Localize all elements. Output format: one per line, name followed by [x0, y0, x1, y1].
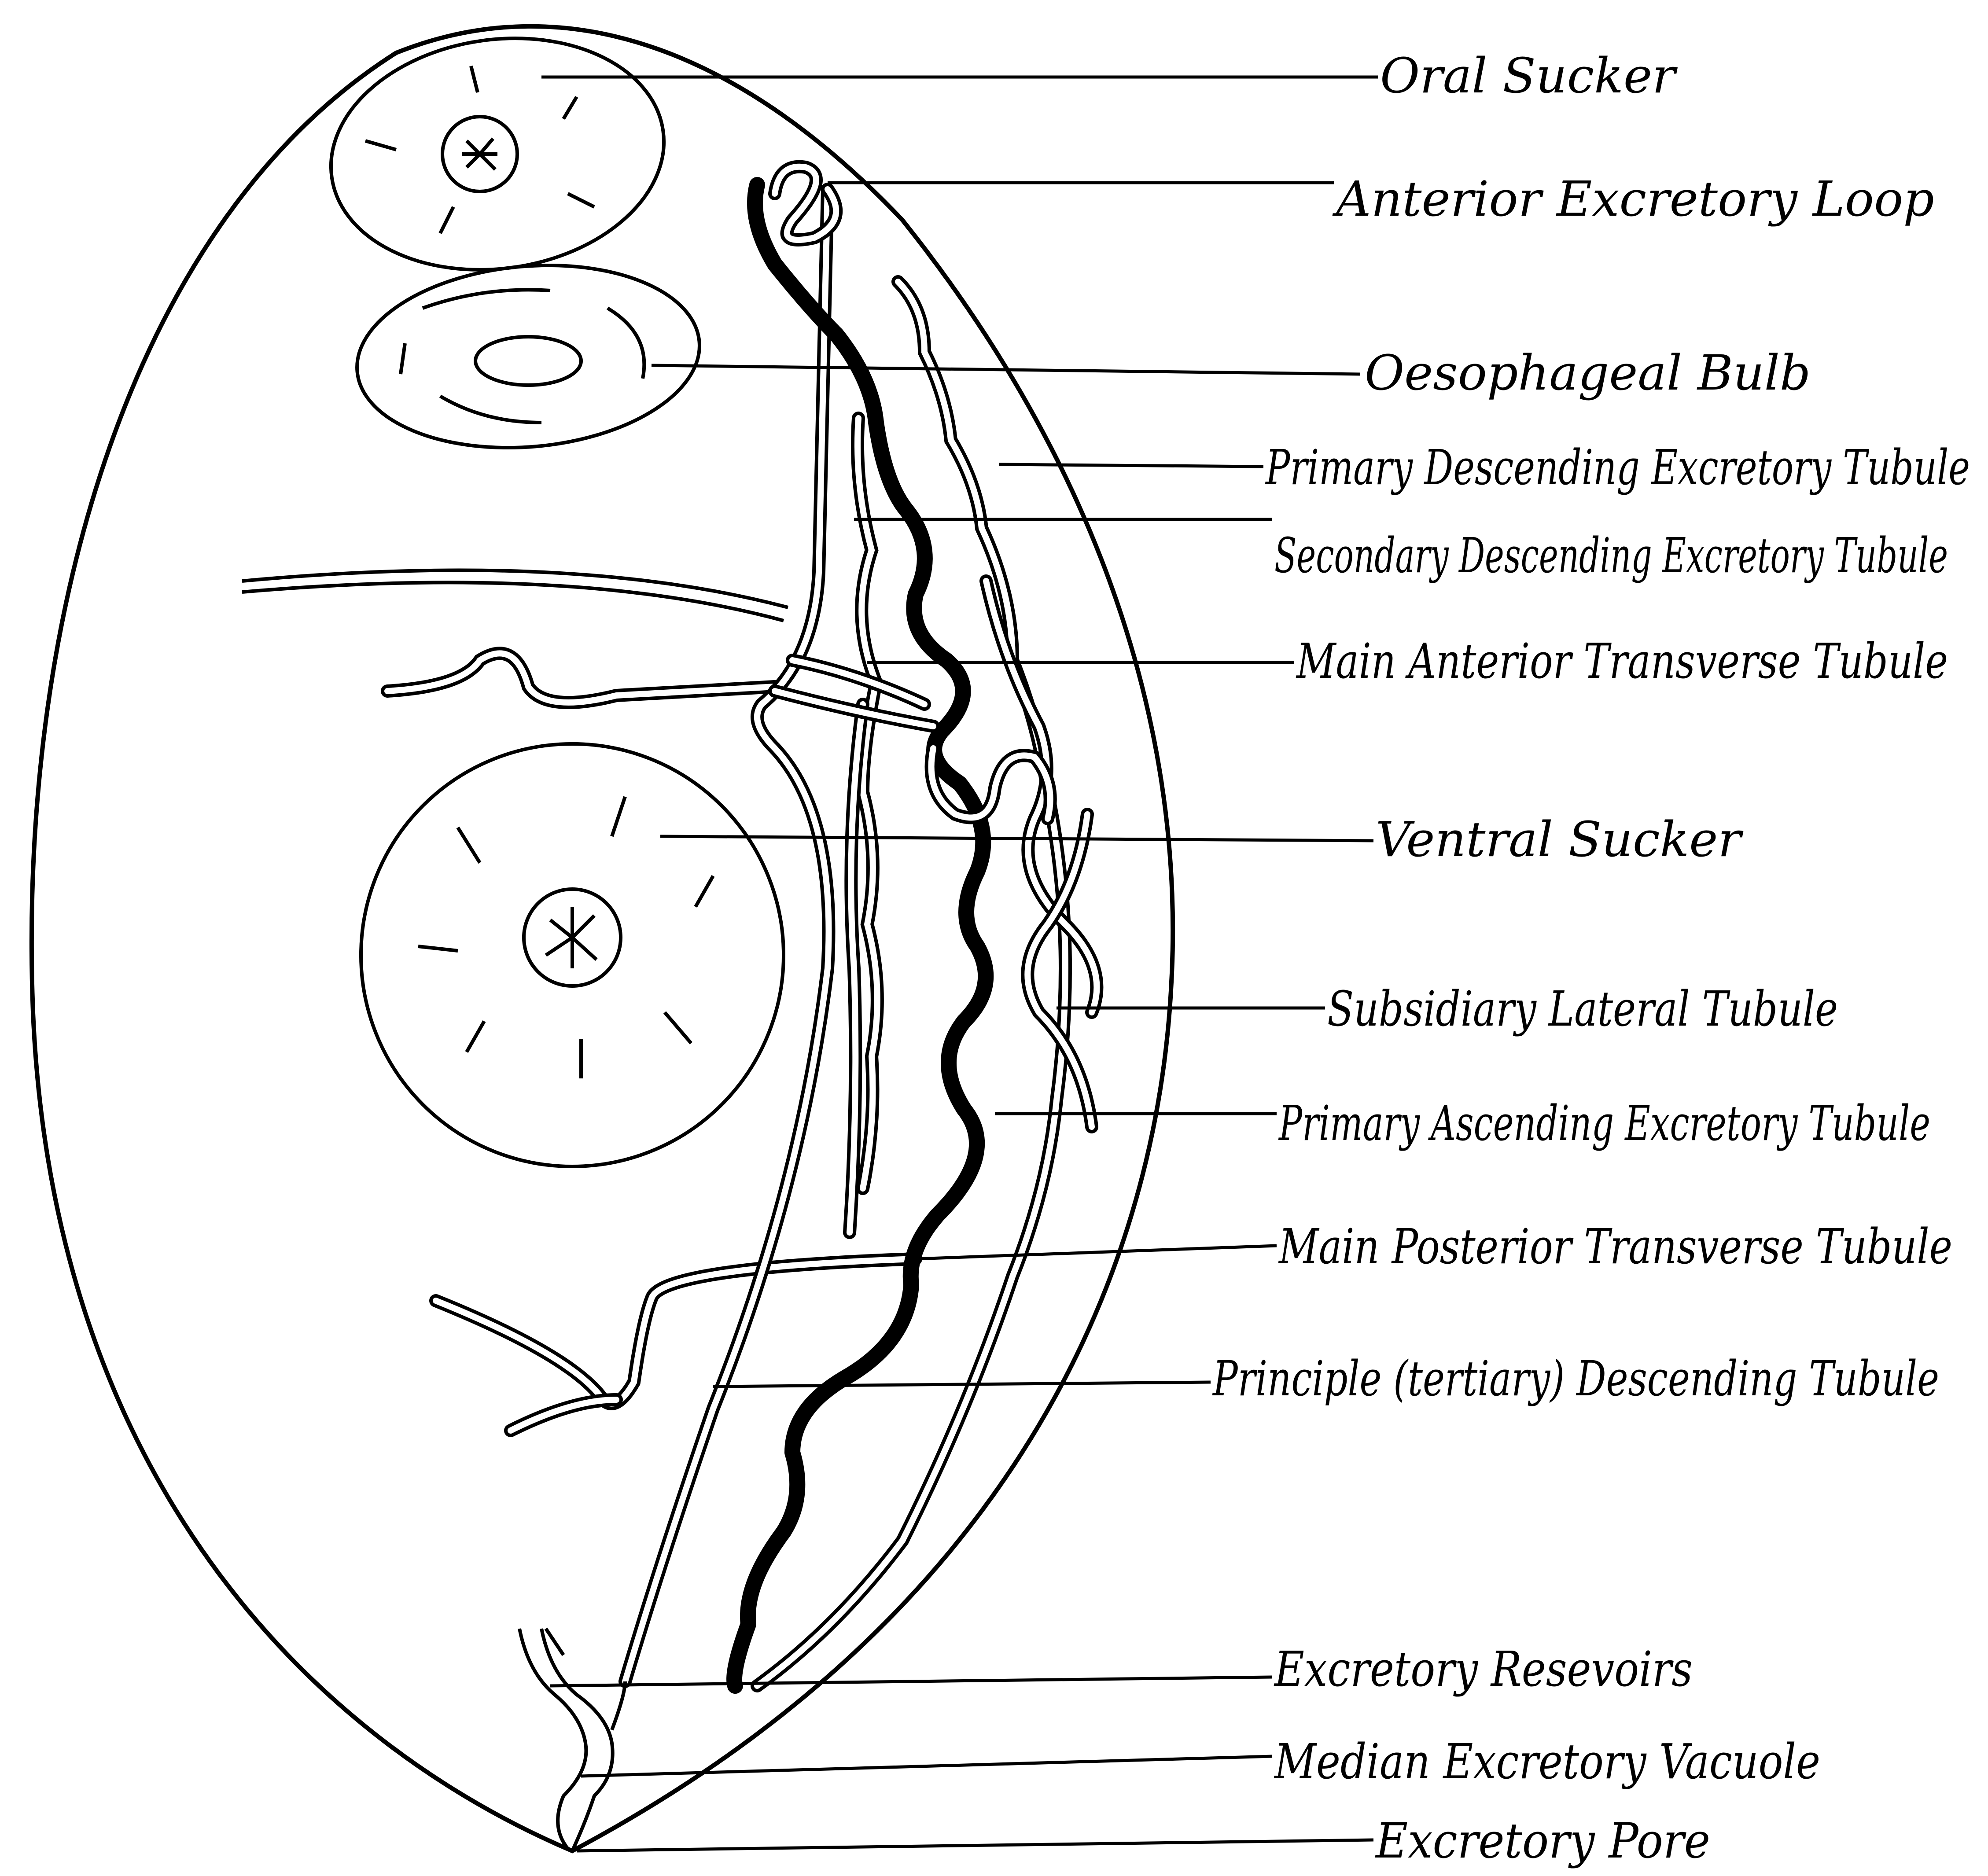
label-oesophageal-bulb: Oesophageal Bulb	[1365, 345, 1811, 401]
oral-sucker-shape	[316, 18, 679, 291]
labels: Oral Sucker Anterior Excretory Loop Oeso…	[1212, 48, 1970, 1869]
leader-lines	[541, 77, 1378, 1851]
tubules	[519, 167, 1097, 1851]
label-ventral-sucker: Ventral Sucker	[1376, 811, 1744, 868]
label-excretory-resevoirs: Excretory Resevoirs	[1274, 1641, 1693, 1697]
label-main-posterior-transverse-tubule: Main Posterior Transverse Tubule	[1278, 1218, 1952, 1275]
label-main-anterior-transverse-tubule: Main Anterior Transverse Tubule	[1296, 633, 1948, 689]
label-primary-ascending-excretory-tubule: Primary Ascending Excretory Tubule	[1278, 1095, 1930, 1151]
label-anterior-excretory-loop: Anterior Excretory Loop	[1332, 171, 1934, 227]
label-principle-tertiary-descending-tubule: Principle (tertiary) Descending Tubule	[1212, 1350, 1939, 1407]
label-secondary-descending-excretory-tubule: Secondary Descending Excretory Tubule	[1274, 527, 1948, 584]
oesophageal-bulb-shape	[350, 252, 707, 461]
body-outline	[32, 26, 1173, 1851]
label-primary-descending-excretory-tubule: Primary Descending Excretory Tubule	[1265, 439, 1970, 496]
label-subsidiary-lateral-tubule: Subsidiary Lateral Tubule	[1327, 981, 1838, 1037]
label-median-excretory-vacuole: Median Excretory Vacuole	[1274, 1733, 1820, 1790]
label-excretory-pore: Excretory Pore	[1375, 1813, 1710, 1869]
label-oral-sucker: Oral Sucker	[1380, 48, 1678, 104]
ventral-sucker-shape	[361, 744, 784, 1166]
